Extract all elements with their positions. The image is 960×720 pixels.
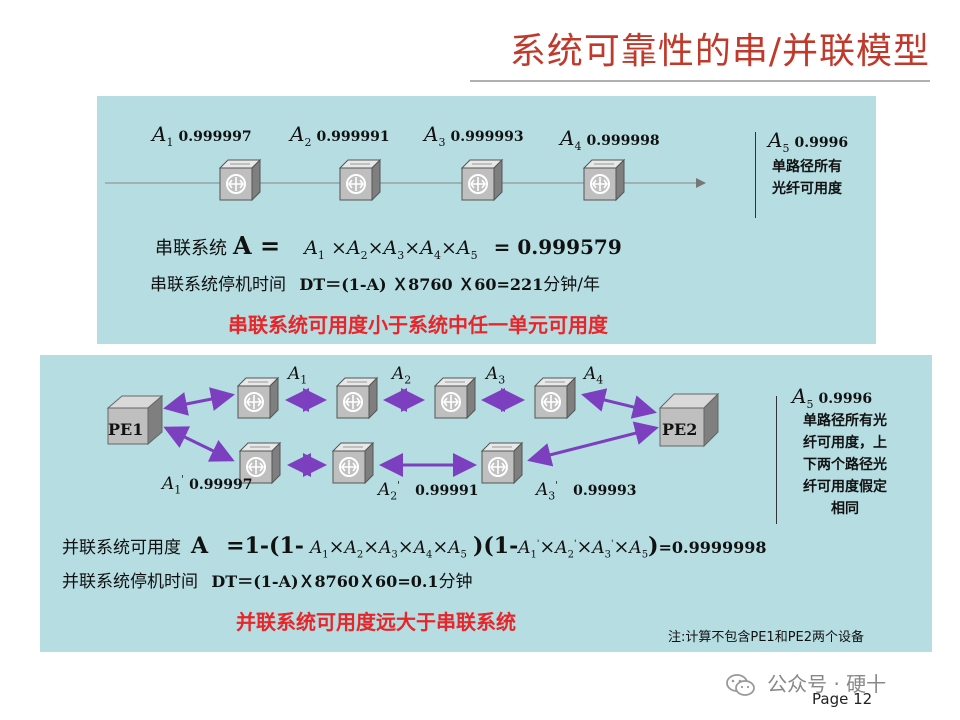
router-icon <box>434 377 476 419</box>
pe1-box-icon <box>106 394 164 446</box>
router-icon <box>583 159 625 201</box>
router-icon <box>461 159 503 201</box>
router-icon <box>481 442 523 484</box>
bottom-a1-label: A1' 0.99997 <box>162 474 253 497</box>
series-model-panel <box>97 96 876 344</box>
router-icon <box>332 442 374 484</box>
router-icon <box>339 159 381 201</box>
series-conclusion: 串联系统可用度小于系统中任一单元可用度 <box>228 313 608 337</box>
title-underline <box>470 80 930 82</box>
calculation-note: 注:计算不包含PE1和PE2两个设备 <box>668 630 865 645</box>
series-downtime: 串联系统停机时间 DT＝(1-A) Ｘ8760 Ｘ60=221分钟/年 <box>150 275 600 295</box>
node-a4-label: A4 0.999998 <box>560 126 660 153</box>
router-icon <box>219 159 261 201</box>
top-a1-label: A1 <box>288 364 308 387</box>
parallel-conclusion: 并联系统可用度远大于串联系统 <box>236 610 516 634</box>
divider-line <box>776 396 777 524</box>
pe2-label: PE2 <box>662 420 698 439</box>
page-number: Page 12 <box>812 690 873 708</box>
parallel-formula: 并联系统可用度 A =1-(1- A1×A2×A3×A4×A5 )(1-A1'×… <box>62 533 767 561</box>
bottom-a3-label: A3' 0.99993 <box>536 480 637 503</box>
parallel-downtime: 并联系统停机时间 DT＝(1-A)Ｘ8760Ｘ60=0.1分钟 <box>62 572 473 592</box>
wechat-icon <box>726 673 756 701</box>
divider-line <box>755 132 756 218</box>
top-a3-label: A3 <box>486 364 506 387</box>
parallel-fiber-a5-label: A5 0.9996 <box>792 384 873 411</box>
pe1-label: PE1 <box>108 420 144 439</box>
fiber-desc-line2: 光纤可用度 <box>772 181 842 197</box>
top-a4-label: A4 <box>584 364 604 387</box>
fiber-desc-line1: 单路径所有 <box>772 159 842 175</box>
watermark: 公众号 · 硬十 <box>726 668 886 701</box>
link-arrow <box>527 421 659 467</box>
parallel-fiber-desc: 单路径所有光 纤可用度，上 下两个路径光 纤可用度假定 相同 <box>803 413 887 517</box>
node-a1-label: A1 0.999997 <box>152 122 252 149</box>
pe2-box-icon <box>658 392 720 448</box>
node-a2-label: A2 0.999991 <box>290 122 390 149</box>
router-icon <box>336 377 378 419</box>
router-icon <box>534 377 576 419</box>
link-arrow <box>163 426 235 462</box>
series-formula: 串联系统 A = A1 ×A2×A3×A4×A5 = 0.999579 <box>155 231 622 262</box>
top-a2-label: A2 <box>392 364 412 387</box>
link-arrow <box>163 387 235 416</box>
node-a3-label: A3 0.999993 <box>424 122 524 149</box>
bottom-a2-label: A2' 0.99991 <box>378 480 479 503</box>
link-arrow <box>581 388 657 419</box>
slide-title: 系统可靠性的串/并联模型 <box>509 31 930 72</box>
router-icon <box>237 377 279 419</box>
fiber-a5-label: A5 0.9996 <box>768 128 849 155</box>
